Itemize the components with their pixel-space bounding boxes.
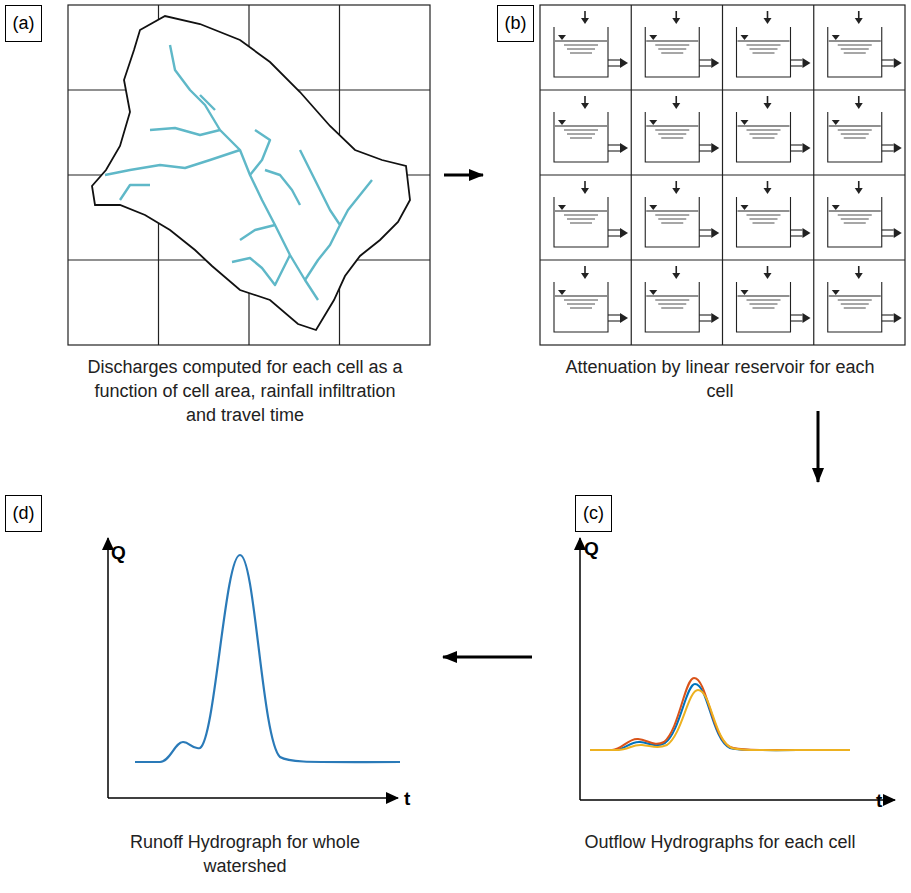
panel-letter-box: (a) <box>5 5 42 42</box>
axis-label: t <box>876 790 882 812</box>
figure-panel: Attenuation by linear reservoir for each… <box>497 5 905 345</box>
grid-watershed-map <box>5 5 430 345</box>
panel-letter-box: (c) <box>575 495 612 532</box>
reservoir-grid <box>497 5 905 345</box>
figure-panel: Discharges computed for each cell as a f… <box>5 5 430 345</box>
reservoir-icon <box>737 181 811 247</box>
reservoir-icon <box>828 266 902 332</box>
watershed-hydrograph-plot <box>5 490 415 810</box>
panel-letter: (a) <box>13 13 35 34</box>
reservoir-icon <box>645 11 719 77</box>
flow-arrow <box>817 411 820 482</box>
axis-label: Q <box>111 542 126 564</box>
reservoir-icon <box>645 96 719 162</box>
reservoir-icon <box>828 11 902 77</box>
panel-letter: (b) <box>505 13 527 34</box>
flow-arrow <box>444 174 483 177</box>
reservoir-icon <box>737 96 811 162</box>
reservoir-icon <box>645 266 719 332</box>
panel-letter: (d) <box>13 503 35 524</box>
reservoir-icon <box>645 181 719 247</box>
panel-caption: Outflow Hydrographs for each cell <box>570 830 870 854</box>
reservoir-icon <box>554 11 628 77</box>
reservoir-icon <box>828 181 902 247</box>
panel-letter: (c) <box>583 503 604 524</box>
panel-letter-box: (b) <box>497 5 534 42</box>
reservoir-icon <box>554 96 628 162</box>
cell-hydrographs-plot <box>560 490 905 810</box>
reservoir-icon <box>554 181 628 247</box>
panel-caption: Runoff Hydrograph for whole watershed <box>100 830 390 878</box>
flow-arrow <box>443 656 532 659</box>
reservoir-icon <box>737 11 811 77</box>
reservoir-icon <box>737 266 811 332</box>
figure-panel: Runoff Hydrograph for whole watershed(d) <box>5 490 415 810</box>
panel-caption: Discharges computed for each cell as a f… <box>80 355 410 427</box>
reservoir-icon <box>828 96 902 162</box>
reservoir-icon <box>554 266 628 332</box>
figure-panel: Outflow Hydrographs for each cell(c) <box>560 490 905 810</box>
axis-label: t <box>404 788 410 810</box>
axis-label: Q <box>584 538 599 560</box>
panel-letter-box: (d) <box>5 495 42 532</box>
panel-caption: Attenuation by linear reservoir for each… <box>550 355 890 403</box>
